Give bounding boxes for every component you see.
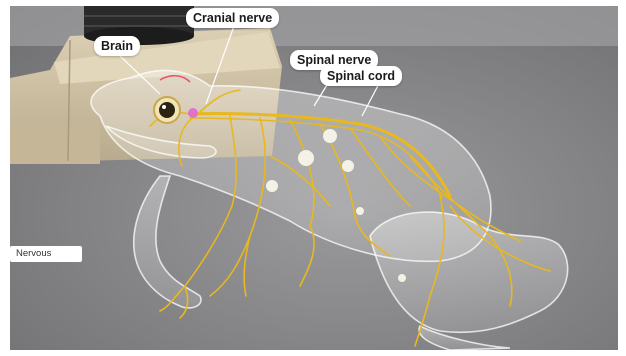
spinal-cord-callout[interactable]: Spinal cord [320,66,402,86]
brain-callout[interactable]: Brain [94,36,140,56]
ar-camera-view: Brain Cranial nerve Spinal nerve Spinal … [10,6,618,350]
system-toggle-button[interactable]: Nervous [10,246,82,262]
cranial-nerve-callout[interactable]: Cranial nerve [186,8,279,28]
